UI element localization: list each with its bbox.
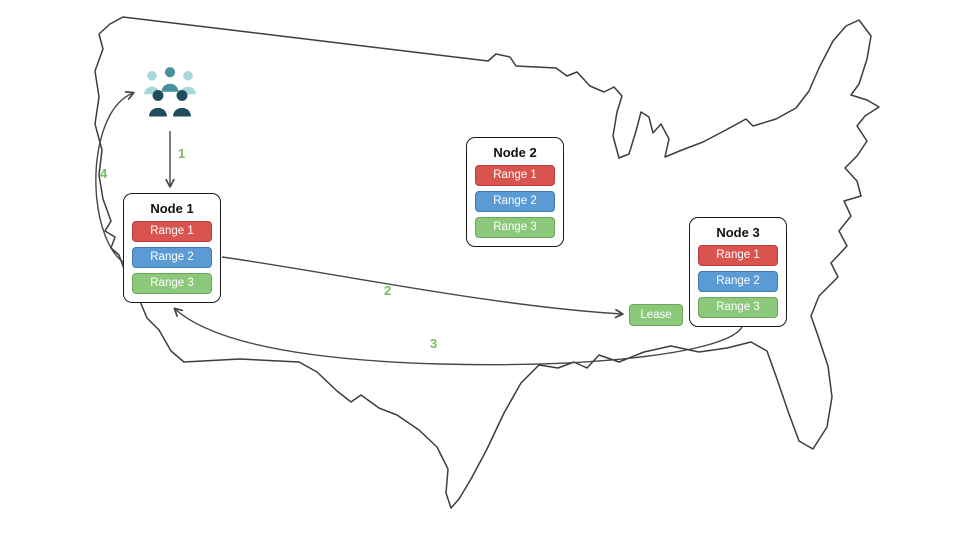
step-label-1: 1 xyxy=(178,146,186,161)
node-title: Node 2 xyxy=(493,145,537,160)
range-pill: Range 3 xyxy=(475,217,555,238)
us-map-outline xyxy=(94,16,880,509)
lease-badge: Lease xyxy=(629,304,683,326)
range-pill: Range 1 xyxy=(475,165,555,186)
range-pill: Range 2 xyxy=(475,191,555,212)
node-card-3: Node 3 Range 1 Range 2 Range 3 xyxy=(689,217,787,327)
range-pill: Range 3 xyxy=(132,273,212,294)
step-label-4: 4 xyxy=(100,166,108,181)
range-pill: Range 1 xyxy=(132,221,212,242)
range-pill: Range 2 xyxy=(132,247,212,268)
range-pill: Range 1 xyxy=(698,245,778,266)
node-card-2: Node 2 Range 1 Range 2 Range 3 xyxy=(466,137,564,247)
node-title: Node 3 xyxy=(716,225,760,240)
arrow-4 xyxy=(95,91,135,263)
arrow-3 xyxy=(173,307,743,366)
step-label-3: 3 xyxy=(430,336,438,351)
range-pill: Range 3 xyxy=(698,297,778,318)
node-title: Node 1 xyxy=(150,201,194,216)
arrow-2 xyxy=(221,256,624,319)
range-pill: Range 2 xyxy=(698,271,778,292)
node-card-1: Node 1 Range 1 Range 2 Range 3 xyxy=(123,193,221,303)
users-icon xyxy=(144,67,196,117)
step-label-2: 2 xyxy=(384,283,392,298)
